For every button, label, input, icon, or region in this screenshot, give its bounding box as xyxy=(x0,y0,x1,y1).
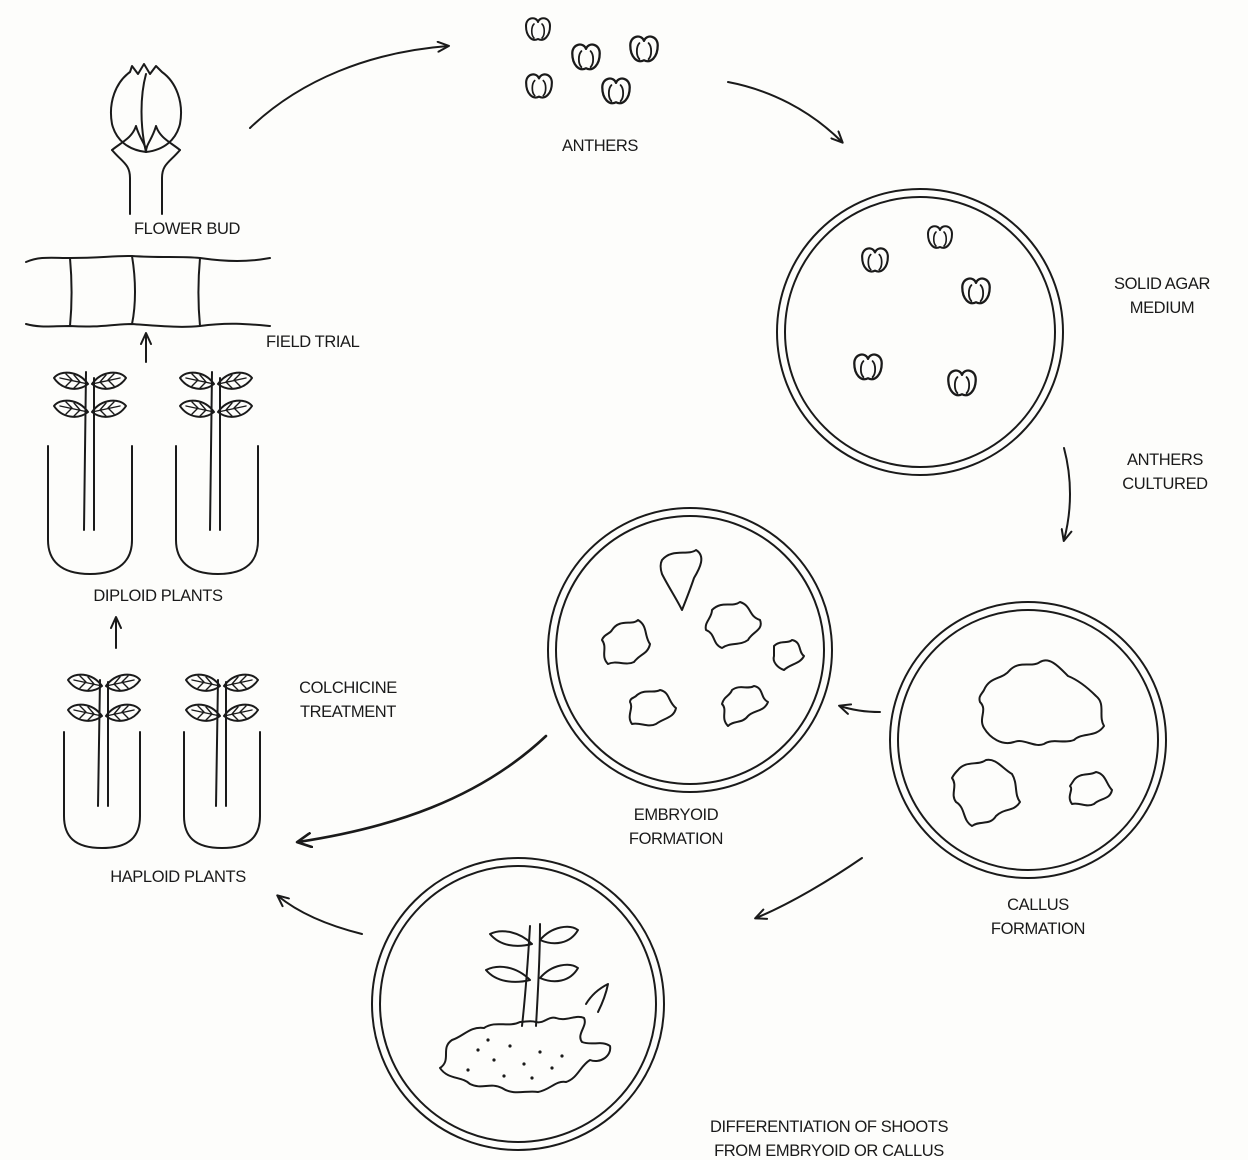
label-solid-agar-medium: SOLID AGAR MEDIUM xyxy=(1092,272,1232,320)
label-flower-bud: FLOWER BUD xyxy=(112,217,262,241)
arrow-anthers-to-medium xyxy=(728,82,842,142)
arrow-bud-to-anthers xyxy=(250,46,448,128)
label-anthers-cultured: ANTHERS CULTURED xyxy=(1100,448,1230,496)
label-differentiation: DIFFERENTIATION OF SHOOTS FROM EMBRYOID … xyxy=(668,1115,990,1160)
arrow-differentiation-to-haploid xyxy=(278,896,362,934)
label-diploid-plants: DIPLOID PLANTS xyxy=(68,584,248,608)
arrow-callus-to-differentiation xyxy=(756,858,862,918)
diploid-plants-illustration xyxy=(48,372,258,574)
label-embryoid-formation: EMBRYOID FORMATION xyxy=(606,803,746,851)
anthers-illustration xyxy=(526,18,658,103)
label-colchicine-treatment: COLCHICINE TREATMENT xyxy=(278,676,418,724)
embryoid-dish xyxy=(548,508,832,792)
arrow-callus-to-embryoid xyxy=(840,706,880,712)
label-haploid-plants: HAPLOID PLANTS xyxy=(80,865,276,889)
flower-bud-illustration xyxy=(111,64,181,214)
callus-speckles xyxy=(466,1038,563,1079)
agar-medium-dish xyxy=(777,189,1063,475)
field-trial-illustration xyxy=(26,256,270,327)
haploid-plants-illustration xyxy=(64,675,260,848)
arrow-anthers-cultured xyxy=(1064,448,1070,540)
label-field-trial: FIELD TRIAL xyxy=(266,330,359,354)
label-callus-formation: CALLUS FORMATION xyxy=(968,893,1108,941)
arrow-embryoid-to-haploid xyxy=(298,736,546,842)
differentiation-dish xyxy=(372,858,664,1150)
callus-dish xyxy=(890,602,1166,878)
label-anthers: ANTHERS xyxy=(540,134,660,158)
